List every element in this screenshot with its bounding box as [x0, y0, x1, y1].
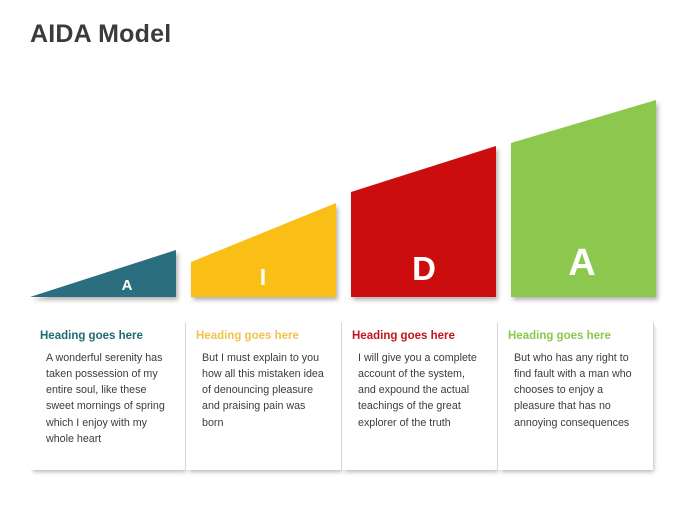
step-letter-interest: I: [260, 264, 266, 290]
column-body: A wonderful serenity has taken possessio…: [46, 351, 165, 445]
column-heading: Heading goes here: [40, 330, 143, 342]
step-shape-desire[interactable]: D: [351, 146, 496, 297]
column-divider: [341, 322, 342, 470]
column-heading: Heading goes here: [352, 330, 455, 342]
column-divider: [185, 322, 186, 470]
column-body: I will give you a complete account of th…: [358, 351, 477, 429]
text-column-interest[interactable]: Heading goes here But I must explain to …: [186, 322, 342, 470]
text-column-desire[interactable]: Heading goes here I will give you a comp…: [342, 322, 498, 470]
text-column-action[interactable]: Heading goes here But who has any right …: [498, 322, 654, 470]
step-shape-attention[interactable]: A: [30, 250, 176, 297]
column-body: But I must explain to you how all this m…: [202, 351, 324, 429]
column-heading: Heading goes here: [508, 330, 611, 342]
column-heading: Heading goes here: [196, 330, 299, 342]
column-divider: [497, 322, 498, 470]
text-columns: Heading goes here A wonderful serenity h…: [30, 322, 654, 472]
step-letter-action: A: [568, 242, 595, 284]
column-divider: [653, 322, 654, 470]
step-shape-interest[interactable]: I: [191, 203, 336, 297]
column-body: But who has any right to find fault with…: [514, 351, 632, 429]
step-letter-attention: A: [122, 277, 133, 294]
step-letter-desire: D: [412, 250, 436, 287]
text-column-attention[interactable]: Heading goes here A wonderful serenity h…: [30, 322, 186, 470]
page-title: AIDA Model: [30, 20, 172, 48]
step-shape-action[interactable]: A: [511, 100, 656, 297]
aida-staircase-chart: A I D A: [30, 100, 656, 297]
